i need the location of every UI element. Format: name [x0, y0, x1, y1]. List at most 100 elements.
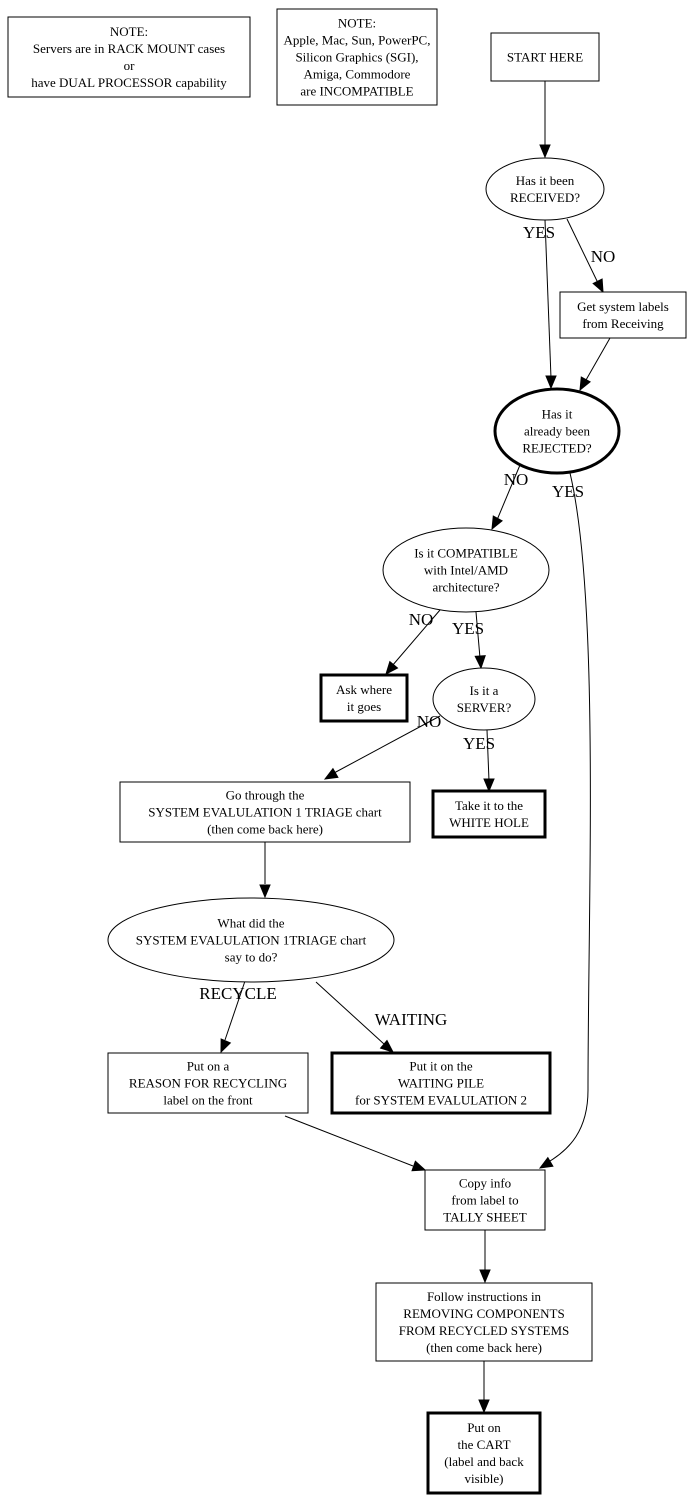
edge-server-to-triage: [323, 715, 441, 780]
node-text-line: already been: [524, 424, 591, 439]
node-text-line: with Intel/AMD: [424, 563, 508, 578]
node-text-line: Amiga, Commodore: [304, 67, 411, 82]
decision-ellipse: [493, 387, 621, 475]
node-text-line: or: [124, 58, 136, 73]
edge-label: YES: [552, 482, 584, 501]
node-text-line: Follow instructions in: [427, 1289, 542, 1304]
process-box: [276, 8, 438, 106]
edge-label: YES: [463, 734, 495, 753]
arrowhead-icon: [491, 515, 503, 531]
edge-label: NO: [417, 712, 442, 731]
arrowhead-icon: [474, 655, 486, 670]
process-box: [119, 781, 411, 843]
node-text-line: TALLY SHEET: [443, 1210, 527, 1225]
process-box: [330, 1051, 552, 1115]
edge-triage-to-what-did: [259, 842, 271, 899]
process-box: [424, 1169, 546, 1231]
edge-received-to-get-labels: [566, 218, 604, 294]
edge-label: NO: [504, 470, 529, 489]
node-text-line: Put on a: [187, 1059, 230, 1074]
arrowhead-icon: [592, 278, 604, 294]
edge-remove-to-cart: [478, 1361, 490, 1414]
edge-label: YES: [523, 223, 555, 242]
process-box: [426, 1411, 542, 1495]
node-text-line: for SYSTEM EVALULATION 2: [355, 1093, 527, 1108]
process-box: [319, 673, 409, 723]
node-text-line: Has it been: [516, 173, 575, 188]
node-text-line: WHITE HOLE: [449, 815, 529, 830]
nodes-layer: NOTE:Servers are in RACK MOUNT casesorha…: [7, 8, 687, 1495]
decision-ellipse: [432, 667, 536, 731]
edge-what-did-to-reason-label: [220, 980, 246, 1054]
node-text-line: the CART: [457, 1437, 510, 1452]
node-text-line: Take it to the: [455, 798, 523, 813]
node-text-line: SYSTEM EVALULATION 1TRIAGE chart: [136, 933, 367, 948]
node-note-incompatible: NOTE:Apple, Mac, Sun, PowerPC,Silicon Gr…: [276, 8, 438, 106]
process-box: [490, 32, 600, 82]
arrowhead-icon: [539, 144, 551, 159]
edge-line: [544, 219, 552, 379]
arrowhead-icon: [579, 376, 591, 392]
node-text-line: (then come back here): [426, 1340, 542, 1355]
edge-line: [475, 611, 481, 659]
node-start: START HERE: [490, 32, 600, 82]
node-text-line: from label to: [451, 1193, 518, 1208]
node-text-line: Has it: [542, 407, 573, 422]
node-text-line: FROM RECYCLED SYSTEMS: [399, 1323, 569, 1338]
arrowhead-icon: [220, 1038, 232, 1054]
node-text-line: START HERE: [507, 50, 583, 65]
edge-line: [486, 729, 490, 782]
node-text-line: it goes: [347, 699, 381, 714]
node-text-line: from Receiving: [582, 316, 664, 331]
node-text-line: Servers are in RACK MOUNT cases: [33, 41, 225, 56]
edge-compatible-to-server: [474, 611, 486, 670]
edge-compatible-to-ask: [385, 609, 441, 675]
node-text-line: SYSTEM EVALULATION 1 TRIAGE chart: [148, 805, 382, 820]
edge-what-did-to-waiting-pile: [315, 981, 394, 1053]
decision-ellipse: [382, 527, 550, 613]
node-text-line: REJECTED?: [522, 441, 592, 456]
node-text-line: Is it COMPATIBLE: [414, 546, 518, 561]
edge-line: [315, 981, 385, 1045]
process-box: [431, 789, 547, 839]
edge-reason-label-to-tally: [284, 1115, 427, 1172]
node-text-line: Put it on the: [409, 1059, 472, 1074]
node-get-labels: Get system labels from Receiving: [559, 291, 687, 339]
edge-server-to-white-hole: [483, 729, 495, 793]
node-text-line: Get system labels: [577, 299, 669, 314]
edge-start-to-received: [539, 81, 551, 159]
edge-line: [224, 980, 246, 1041]
node-text-line: have DUAL PROCESSOR capability: [31, 75, 227, 90]
node-text-line: REMOVING COMPONENTS: [403, 1306, 564, 1321]
process-box: [559, 291, 687, 339]
arrowhead-icon: [483, 778, 495, 793]
node-text-line: Go through the: [226, 788, 305, 803]
node-text-line: REASON FOR RECYCLING: [129, 1076, 287, 1091]
arrowhead-icon: [385, 660, 399, 675]
arrowhead-icon: [479, 1269, 491, 1284]
arrowhead-icon: [411, 1160, 427, 1172]
node-text-line: WAITING PILE: [398, 1076, 484, 1091]
node-text-line: Copy info: [459, 1176, 511, 1191]
edge-get-labels-to-rejected: [579, 337, 611, 392]
arrowhead-icon: [379, 1039, 394, 1053]
node-text-line: label on the front: [163, 1093, 253, 1108]
edge-line: [391, 609, 441, 667]
edge-label: WAITING: [375, 1010, 448, 1029]
node-text-line: Ask where: [336, 682, 392, 697]
node-text-line: What did the: [217, 916, 284, 931]
node-text-line: Is it a: [470, 683, 499, 698]
edge-label: NO: [591, 247, 616, 266]
edge-line: [544, 472, 591, 1165]
node-text-line: (then come back here): [207, 822, 323, 837]
